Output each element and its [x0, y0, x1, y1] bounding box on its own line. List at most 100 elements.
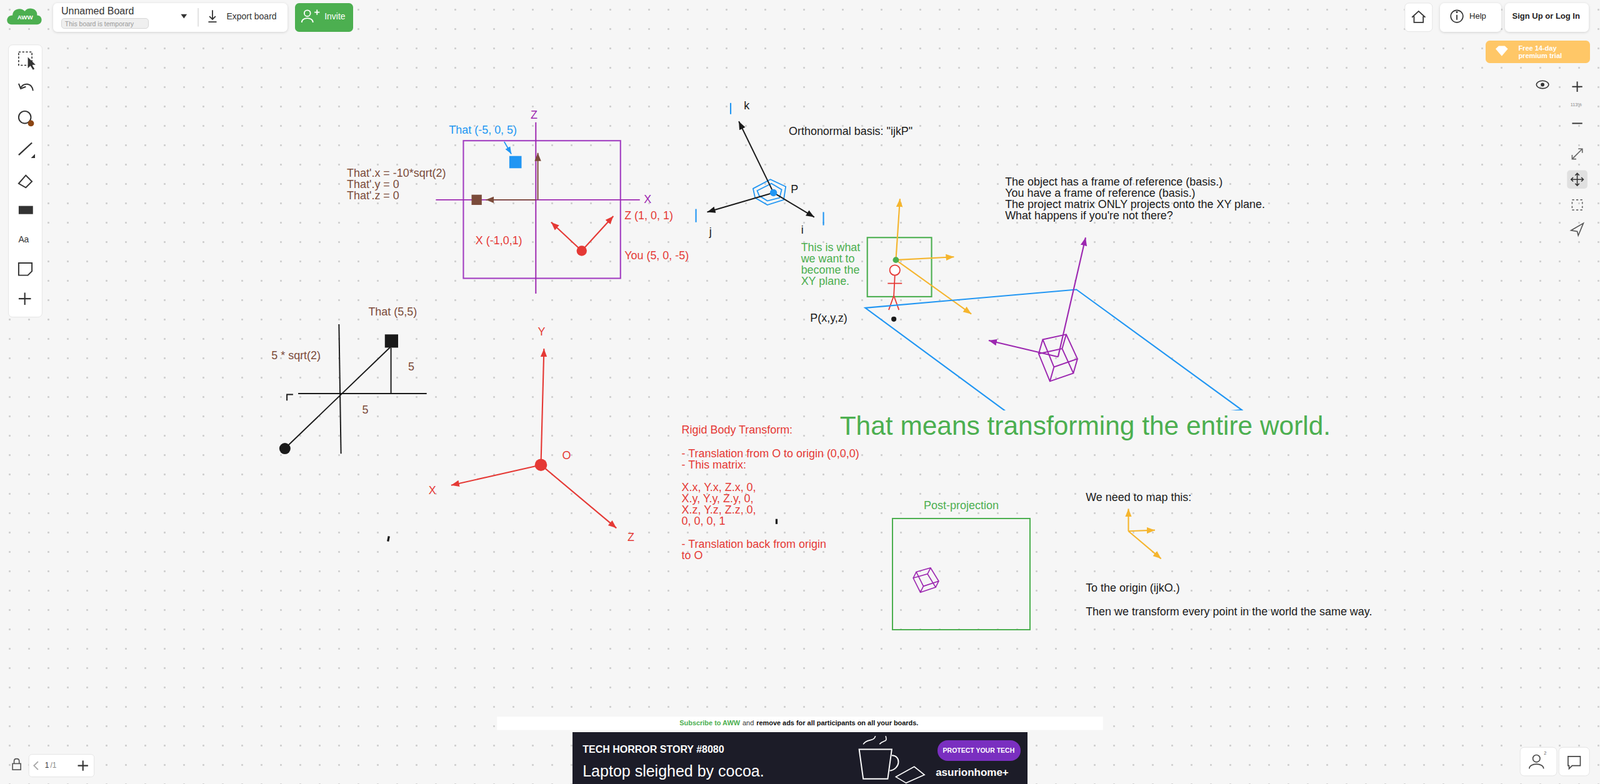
camera-frame-sketch-part — [893, 256, 900, 264]
board-name: Unnamed Board — [61, 5, 135, 17]
app-chrome-part — [8, 45, 43, 318]
projected-object-sketch — [913, 508, 1162, 593]
basis-sketch-part — [753, 179, 786, 205]
app-chrome-part — [1571, 223, 1584, 236]
note-text: This is what we want to become the XY pl… — [801, 242, 865, 288]
camera-frame-sketch-part — [895, 256, 954, 260]
matrix-row: 0, 0, 0, 1 — [681, 515, 726, 529]
promo-text: Free 14-day premium trial — [1518, 44, 1575, 60]
point-label: P(x,y,z) — [810, 311, 847, 326]
purple-frame-sketch-part — [551, 222, 582, 252]
red-axes-sketch-part — [388, 536, 390, 542]
camera-frame-sketch-part — [891, 316, 897, 322]
signup-button: Sign Up or Log In — [1505, 3, 1589, 32]
page-number: 1 — [45, 761, 50, 770]
purple-frame-sketch-part — [576, 245, 587, 256]
purple-frame-sketch-part — [581, 216, 614, 251]
ad-illustration-part — [895, 766, 925, 784]
world-plane-sketch-part — [1038, 334, 1078, 382]
premium-badge: Free 14-day premium trial — [1485, 40, 1590, 64]
plane-distance-sketch — [279, 324, 427, 455]
button-label: Export board — [226, 11, 277, 22]
app-chrome-part — [1571, 122, 1582, 124]
button-icon-part — [1456, 15, 1458, 20]
app-chrome-part — [1533, 755, 1540, 762]
tool-label: Aa — [18, 234, 29, 245]
ad-illustration-part — [859, 750, 892, 780]
app-chrome-part — [30, 153, 35, 159]
camera-frame-sketch-part — [867, 237, 932, 297]
button-icon-part — [1450, 10, 1464, 23]
step-text: - Translation back from origin to O — [681, 539, 835, 562]
frame-heading: Post-projection — [923, 499, 999, 514]
app-chrome-part — [6, 8, 42, 25]
app-chrome-part — [14, 759, 20, 765]
purple-frame-sketch-part — [463, 140, 620, 279]
camera-frame-sketch-part — [895, 198, 900, 260]
button-icon-part — [304, 10, 311, 17]
axis-label: X (-1,0,1) — [475, 234, 523, 249]
app-chrome-part — [20, 84, 34, 92]
purple-frame-sketch-part — [435, 199, 640, 201]
note-text: To the origin (ijkO.) — [1085, 581, 1180, 596]
button-icon-part — [208, 10, 217, 22]
red-axes-sketch-part — [775, 519, 778, 525]
zoom-level: 113% — [1570, 102, 1582, 109]
app-chrome-part — [1571, 148, 1582, 159]
point-label: That (5,5) — [368, 305, 417, 320]
app-chrome-part — [1571, 200, 1582, 210]
app-chrome-part — [18, 51, 32, 65]
camera-frame-sketch-part — [887, 275, 902, 310]
projected-object-sketch-part — [913, 568, 939, 593]
button-icon-part — [301, 10, 320, 23]
button-icon-part — [1456, 11, 1459, 14]
heading-text: Rigid Body Transform: — [681, 423, 793, 438]
dimension-label: 5 * sqrt(2) — [271, 349, 321, 364]
axis-label: X — [643, 193, 652, 207]
plane-distance-sketch-part — [298, 393, 427, 395]
app-chrome-part — [18, 83, 26, 89]
ad-text: Laptop sleighed by cocoa. — [582, 761, 765, 781]
purple-frame-sketch — [435, 122, 640, 294]
promo-link: Subscribe to AWW — [679, 719, 740, 728]
app-chrome-part — [1571, 173, 1584, 186]
app-chrome-part — [18, 111, 32, 124]
projected-object-sketch-part — [1128, 530, 1155, 532]
app-chrome-part — [28, 120, 35, 127]
app-chrome-part — [1520, 747, 1557, 777]
dimension-label: 5 — [362, 403, 369, 418]
app-chrome-part — [1566, 170, 1588, 189]
post-projection-frame: Post-projection — [891, 518, 1031, 631]
page-indicator: 1/1 — [45, 761, 57, 770]
world-plane-sketch-part — [988, 340, 1059, 357]
axis-label: j — [709, 225, 712, 240]
basis-sketch-part — [822, 211, 824, 225]
note-text: What happens if you're not there? — [1005, 209, 1174, 224]
board-title-panel: Unnamed BoardThis board is temporaryExpo… — [53, 3, 289, 32]
app-chrome-part — [18, 206, 34, 215]
app-chrome-part — [28, 755, 94, 778]
app-chrome-part — [1540, 83, 1545, 87]
app-chrome-part — [18, 142, 32, 155]
basis-sketch-part — [730, 103, 732, 115]
axis-label: Z — [627, 531, 635, 545]
app-chrome-part — [1571, 81, 1582, 92]
axis-label: Z — [530, 108, 538, 123]
basis-sketch-part — [706, 192, 774, 212]
app-chrome-part — [78, 760, 89, 771]
ad-illustration-part — [890, 755, 899, 771]
app-chrome-part — [18, 292, 32, 305]
projected-object-sketch-part — [1127, 508, 1129, 532]
basis-sketch — [696, 103, 824, 226]
ad-text: TECH HORROR STORY #8080 — [582, 743, 724, 756]
ad-banner: TECH HORROR STORY #8080Laptop sleighed b… — [572, 732, 1028, 784]
purple-frame-sketch-part — [535, 122, 537, 294]
button-icon — [180, 8, 1508, 57]
app-chrome-part — [1568, 756, 1581, 770]
invite-button: Invite — [295, 3, 354, 32]
subscribe-line: Subscribe to AWWandremove ads for all pa… — [679, 719, 919, 728]
app-chrome-part — [18, 175, 32, 189]
purple-frame-sketch-part — [504, 141, 512, 155]
point-label: P — [790, 183, 799, 197]
